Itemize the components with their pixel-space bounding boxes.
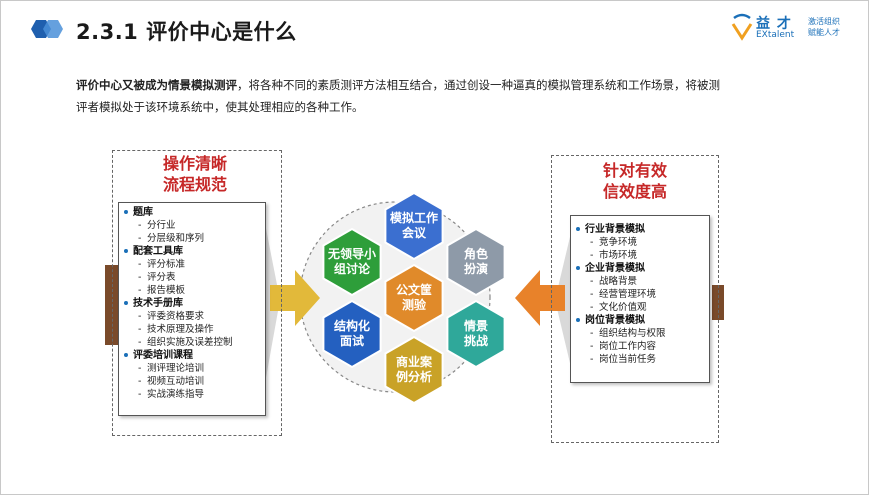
right-group-0-item-0: 竞争环境	[575, 236, 705, 249]
brand-logo-icon	[731, 13, 753, 41]
hexagon-label-upper-left: 无领导小组讨论	[322, 247, 382, 277]
hexagon-lower-right	[446, 299, 506, 369]
intro-paragraph: 评价中心又被成为情景模拟测评，将各种不同的素质测评方法相互结合，通过创设一种逼真…	[76, 74, 796, 118]
intro-line-2: 评者模拟处于该环境系统中，使其处理相应的各种工作。	[76, 100, 364, 114]
right-group-2-label: 岗位背景模拟	[575, 314, 705, 327]
left-group-1-item-2: 报告模板	[123, 284, 261, 297]
left-list-box: 题库分行业分层级和序列配套工具库评分标准评分表报告模板技术手册库评委资格要求技术…	[118, 202, 266, 416]
left-panel-title-line-2: 流程规范	[162, 175, 227, 194]
hexagon-label-line-1: 情景	[463, 319, 488, 333]
right-panel-title-line-2: 信效度高	[602, 182, 667, 201]
left-group-3-item-1: 视频互动培训	[123, 375, 261, 388]
right-group-1-item-2: 文化价值观	[575, 301, 705, 314]
page-title: 2.3.1 评价中心是什么	[76, 20, 297, 44]
right-panel	[551, 155, 719, 443]
hexagon-label-line-1: 模拟工作	[389, 211, 438, 225]
hexagon-lower-left	[322, 299, 382, 369]
brand-slogan-line-2: 赋能人才	[808, 28, 840, 37]
hexagon-label-line-2: 例分析	[395, 370, 432, 384]
right-group-list: 行业背景模拟竞争环境市场环境企业背景模拟战略背景经营管理环境文化价值观岗位背景模…	[575, 223, 705, 366]
left-group-2-item-0: 评委资格要求	[123, 310, 261, 323]
hexagon-label-center: 公文筐测验	[384, 283, 444, 313]
hexagon-label-line-1: 无领导小	[327, 247, 376, 261]
hexagon-label-line-2: 会议	[401, 226, 426, 240]
left-group-1-item-1: 评分表	[123, 271, 261, 284]
hexagon-label-line-2: 扮演	[463, 262, 488, 276]
left-group-0-label: 题库	[123, 206, 261, 219]
left-group-2-label: 技术手册库	[123, 297, 261, 310]
left-group-1-item-0: 评分标准	[123, 258, 261, 271]
left-group-1-label: 配套工具库	[123, 245, 261, 258]
right-group-1-item-1: 经营管理环境	[575, 288, 705, 301]
hexagon-upper-right	[446, 227, 506, 297]
intro-rest: ，将各种不同的素质测评方法相互结合，通过创设一种逼真的模拟管理系统和工作场景，将…	[237, 78, 720, 92]
hexagon-label-line-2: 组讨论	[333, 262, 370, 276]
right-panel-title: 针对有效 信效度高	[572, 160, 698, 202]
hexagon-logo-icon	[31, 20, 63, 38]
right-group-2-item-2: 岗位当前任务	[575, 353, 705, 366]
left-group-3-item-0: 测评理论培训	[123, 362, 261, 375]
hexagon-label-line-2: 测验	[401, 298, 426, 312]
hexagon-label-line-2: 面试	[339, 334, 364, 348]
right-list-box: 行业背景模拟竞争环境市场环境企业背景模拟战略背景经营管理环境文化价值观岗位背景模…	[570, 215, 710, 383]
hexagon-label-line-1: 商业案	[395, 355, 432, 369]
brand-name: 益 才	[756, 16, 792, 32]
hexagon-label-line-1: 结构化	[333, 319, 370, 333]
hexagon-label-line-2: 挑战	[463, 334, 488, 348]
left-tab	[105, 265, 118, 345]
left-panel-title-line-1: 操作清晰	[162, 154, 227, 173]
right-group-0-item-1: 市场环境	[575, 249, 705, 262]
left-group-3-item-2: 实战演练指导	[123, 388, 261, 401]
left-group-3-label: 评委培训课程	[123, 349, 261, 362]
left-group-list: 题库分行业分层级和序列配套工具库评分标准评分表报告模板技术手册库评委资格要求技术…	[123, 206, 261, 401]
hexagon-center	[384, 263, 444, 333]
right-group-1-item-0: 战略背景	[575, 275, 705, 288]
left-panel	[112, 150, 282, 436]
hexagon-label-lower-left: 结构化面试	[322, 319, 382, 349]
right-arrow-icon	[515, 270, 565, 326]
hexagon-label-line-1: 角色	[463, 247, 488, 261]
brand-english: EXtalent	[756, 30, 795, 40]
left-panel-title: 操作清晰 流程规范	[130, 153, 260, 195]
right-panel-title-line-1: 针对有效	[602, 161, 667, 180]
hexagon-bottom	[384, 335, 444, 405]
left-group-0-item-1: 分层级和序列	[123, 232, 261, 245]
hexagon-label-top: 模拟工作会议	[384, 211, 444, 241]
brand-slogan: 激活组织 赋能人才	[808, 16, 852, 38]
hexagon-upper-left	[322, 227, 382, 297]
right-group-1-label: 企业背景模拟	[575, 262, 705, 275]
right-group-2-item-0: 组织结构与权限	[575, 327, 705, 340]
hexagon-label-lower-right: 情景挑战	[446, 319, 506, 349]
right-group-2-item-1: 岗位工作内容	[575, 340, 705, 353]
right-group-0-label: 行业背景模拟	[575, 223, 705, 236]
left-group-2-item-2: 组织实施及误差控制	[123, 336, 261, 349]
brand-slogan-line-1: 激活组织	[808, 17, 840, 26]
left-arrow-icon	[270, 270, 320, 326]
left-group-2-item-1: 技术原理及操作	[123, 323, 261, 336]
hexagon-top	[384, 191, 444, 261]
hexagon-label-upper-right: 角色扮演	[446, 247, 506, 277]
left-group-0-item-0: 分行业	[123, 219, 261, 232]
hexagon-label-line-1: 公文筐	[395, 283, 432, 297]
intro-bold: 评价中心又被成为情景模拟测评	[76, 78, 237, 92]
hexagon-label-bottom: 商业案例分析	[384, 355, 444, 385]
